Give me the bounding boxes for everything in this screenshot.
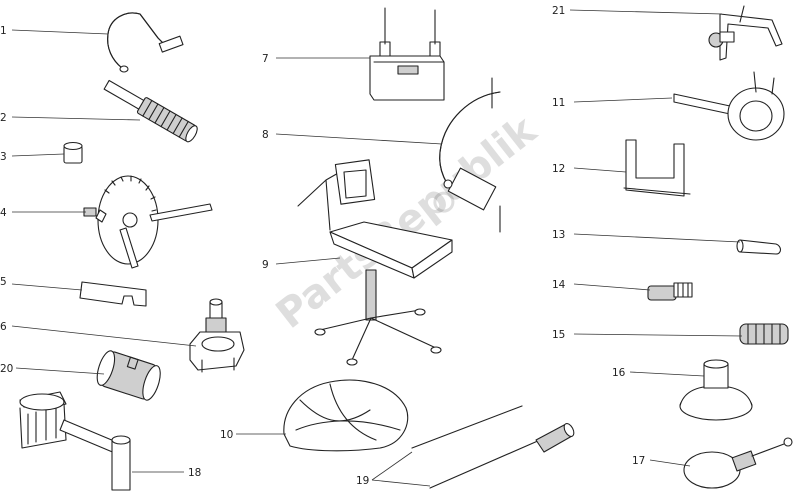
callout-3: 3 [0,151,7,163]
tool-4-degree-wheel [83,175,213,269]
callout-9: 9 [262,259,269,271]
tool-13-fork [623,139,691,197]
tool-2-knurled-punch [103,79,198,143]
watermark: PartsRepublik [268,106,546,337]
callout-5: 5 [0,276,7,288]
callout-20: 20 [0,363,13,375]
tool-7-bracket [369,7,445,101]
tool-15-adapter [647,282,693,301]
callout-1: 1 [0,25,7,37]
callout-14: 13 [552,229,565,241]
tool-12-ring-tool [673,71,785,141]
callout-19: 19 [356,475,369,487]
tool-17-cup [679,359,753,421]
tool-5-flat-key [79,281,147,307]
callout-10: 10 [220,429,233,441]
callout-15: 14 [552,279,566,291]
tool-10-cover [283,379,409,452]
callout-11: 21 [552,5,565,17]
tool-21-castle-wrench [19,391,131,491]
callout-18: 17 [632,455,645,467]
tool-18-strap [683,437,793,489]
tool-16-sleeve [739,323,789,345]
tool-3-bush [63,141,83,164]
callout-6: 6 [0,321,7,333]
watermark-text: PartsRepublik [268,106,546,337]
callout-21: 18 [188,467,201,479]
tool-8-curved-arm [439,77,501,233]
tool-20-socket [96,350,161,401]
callout-16: 15 [552,329,565,341]
tool-1-bent-rod [107,12,184,73]
callout-8: 8 [262,129,269,141]
callout-12: 11 [552,97,565,109]
tool-14-pin [736,239,782,255]
callout-7: 7 [262,53,269,65]
callout-13: 12 [552,163,565,175]
callout-17: 16 [612,367,626,379]
watermark-gear-icon [433,191,455,213]
tool-19-rods [411,405,575,489]
tool-6-puller [189,298,245,373]
tool-9-stand [297,159,453,366]
callout-4: 4 [0,207,7,219]
tool-11-clamp [708,5,783,61]
callout-2: 2 [0,112,7,124]
